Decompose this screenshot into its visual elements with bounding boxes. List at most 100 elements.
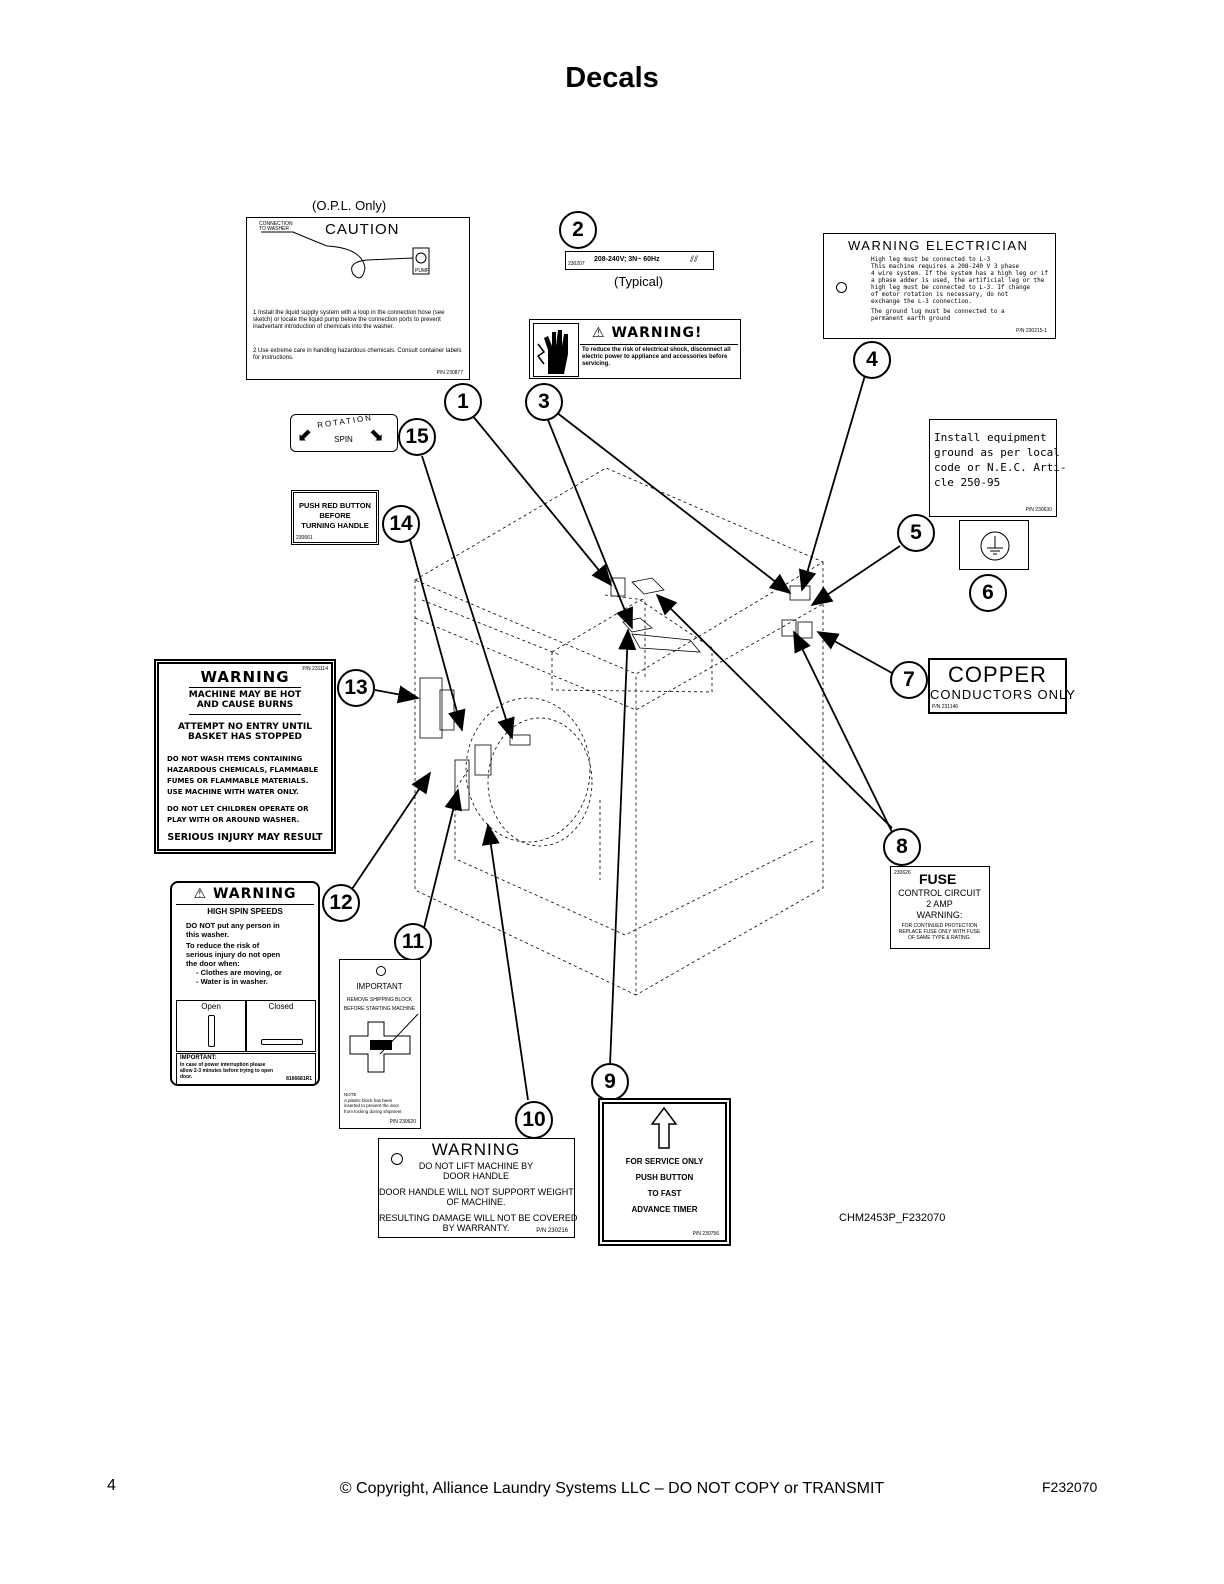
decal3-heading-wrap: ⚠ WARNING! [592, 325, 702, 341]
decal13-line: PLAY WITH OR AROUND WASHER. [167, 816, 300, 824]
decal8-small-line: REPLACE FUSE ONLY WITH FUSE [898, 929, 981, 935]
decal12-important-lines: In case of power interruption please all… [180, 1062, 273, 1080]
decal13-divider [189, 714, 301, 715]
decal9-line: PUSH BUTTON [635, 1173, 694, 1182]
decal12-subheading: HIGH SPIN SPEEDS [207, 907, 283, 916]
mounting-hole-icon [391, 1153, 403, 1165]
decal11-lines: REMOVE SHIPPING BLOCK BEFORE STARTING MA… [340, 996, 419, 1014]
decal13-line: DO NOT WASH ITEMS CONTAINING [167, 755, 303, 763]
decal1-conn: CONNECTION TO WASHER [259, 221, 293, 232]
decal10-line: OF MACHINE. [446, 1197, 506, 1207]
decal14-line: PUSH RED BUTTON [299, 501, 371, 510]
decal10-heading: WARNING [431, 1140, 521, 1159]
decal12-important-line: door. [180, 1074, 193, 1080]
decal4-lines: High leg must be connected to L-3 This m… [871, 256, 1048, 322]
decal9-line: TO FAST [647, 1189, 682, 1198]
callout-5: 5 [897, 514, 935, 552]
callout-9: 9 [591, 1063, 629, 1101]
decal10-line: BY WARRANTY. [442, 1223, 510, 1233]
decal10-line: DO NOT LIFT MACHINE BY [418, 1161, 534, 1171]
decal4-line: exchange the L-3 connection. [871, 298, 973, 305]
decal12-line: DO NOT put any person in [186, 921, 280, 930]
decal14-line: TURNING HANDLE [301, 521, 369, 530]
decal12-line: - Clothes are moving, or [196, 968, 282, 977]
decal9-line: FOR SERVICE ONLY [625, 1157, 704, 1166]
hose-loop-icon [261, 231, 430, 279]
decal14-pn: 230661 [296, 535, 313, 541]
decal13-block1: MACHINE MAY BE HOT AND CAUSE BURNS [159, 690, 331, 710]
open-slot-icon [208, 1015, 215, 1047]
decal-4-warning-electrician: WARNING ELECTRICIAN High leg must be con… [823, 233, 1056, 339]
callout-15: 15 [398, 418, 436, 456]
decal12-line: To reduce the risk of [186, 941, 260, 950]
callout-3: 3 [525, 383, 563, 421]
page-title: Decals [565, 62, 659, 94]
decal7-line2: CONDUCTORS ONLY [930, 687, 1076, 702]
decal13-pn: P/N 231114 [302, 666, 328, 672]
decal1-item1: 1 Install the liquid supply system with … [253, 310, 445, 330]
decal-8-fuse: 230626 FUSE CONTROL CIRCUIT 2 AMP WARNIN… [890, 866, 990, 949]
decal4-line: permanent earth ground [871, 315, 951, 322]
decal5-pn: P/N 230630 [1025, 507, 1052, 513]
warning-triangle-icon: ⚠ [592, 325, 612, 341]
decal7-line1: COPPER [948, 662, 1047, 687]
closed-slot-icon [261, 1039, 303, 1045]
decal4-line: 4 wire system. If the system has a high … [871, 270, 1049, 277]
decal8-pn: 230626 [894, 870, 911, 876]
decal12-line: serious injury do not open [186, 950, 281, 959]
hang-hole-icon [376, 966, 386, 976]
mounting-hole-icon [836, 282, 847, 293]
decal12-closed: Closed [268, 1002, 294, 1011]
callout-8: 8 [883, 828, 921, 866]
decal12-heading: WARNING [212, 886, 297, 902]
callout-1: 1 [444, 383, 482, 421]
copyright: © Copyright, Alliance Laundry Systems LL… [339, 1480, 885, 1497]
decal11-line: REMOVE SHIPPING BLOCK [346, 997, 413, 1003]
decal12-line: this washer. [186, 930, 229, 939]
decal10-line: DOOR HANDLE WILL NOT SUPPORT WEIGHT [379, 1187, 574, 1197]
decal-3-shock-warning: ⚠ WARNING! To reduce the risk of electri… [529, 319, 741, 379]
decal-13-hot-warning: WARNING P/N 231114 MACHINE MAY BE HOT AN… [154, 659, 336, 854]
decal11-note-line: from locking during shipment [344, 1108, 402, 1114]
decal-14-push-red-button: PUSH RED BUTTON BEFORE TURNING HANDLE 23… [291, 490, 379, 545]
decal11-note-line: NOTE [344, 1092, 357, 1097]
washer-outline [414, 467, 824, 996]
decal11-note-line: inserted to prevent the door [344, 1103, 400, 1108]
decal-2-voltage: 230207 208-240V; 3N~ 60Hz ⫽⫽ [565, 251, 714, 270]
decal4-line: high leg must be connected to L-3. If ch… [871, 284, 1030, 291]
callout-7: 7 [890, 661, 928, 699]
decal8-line: 2 AMP [926, 899, 953, 909]
page-number: 4 [107, 1477, 116, 1494]
decal11-note-line: A plastic block has been [344, 1097, 393, 1103]
decal11-line: BEFORE STARTING MACHINE [343, 1006, 416, 1012]
decal-5-ground-equipment: Install equipment ground as per local co… [929, 419, 1066, 517]
decal8-lines: CONTROL CIRCUIT 2 AMP WARNING: [891, 888, 988, 921]
decal4-line: of motor rotation is necessary, do not [871, 291, 1009, 298]
decal10-line: DOOR HANDLE [442, 1171, 509, 1181]
decal15-bottom: SPIN [334, 435, 353, 444]
decal12-open-box: Open [176, 1000, 246, 1052]
rotation-left-arrow-icon: ⬋ [297, 425, 313, 445]
decal5-line: code or N.E.C. Arti- [934, 461, 1067, 474]
machine-decal-marks [419, 577, 813, 811]
decal13-line: SERIOUS INJURY MAY RESULT [167, 832, 323, 843]
decal-9-service-only: FOR SERVICE ONLY PUSH BUTTON TO FAST ADV… [598, 1098, 731, 1246]
callout-11: 11 [394, 923, 432, 961]
decal2-pn: 230207 [568, 261, 585, 267]
hash-mark-icon: ⫽⫽ [690, 254, 699, 264]
figure-id: CHM2453P_F232070 [839, 1212, 946, 1224]
decal14-lines: PUSH RED BUTTON BEFORE TURNING HANDLE [294, 501, 376, 531]
decal12-closed-box: Closed [246, 1000, 316, 1052]
decal10-block1: DO NOT LIFT MACHINE BY DOOR HANDLE [379, 1161, 573, 1181]
decal12-important-box: IMPORTANT: In case of power interruption… [176, 1053, 316, 1085]
decal8-line: WARNING: [916, 910, 963, 920]
decal2-note: (Typical) [614, 274, 664, 289]
decal4-line: a phase adder is used, the artificial le… [871, 277, 1045, 284]
decal4-line: This machine requires a 208-240 V 3 phas… [871, 263, 1020, 270]
decal12-pn: 8166681R1 [286, 1076, 312, 1082]
up-arrow-icon [650, 1106, 678, 1149]
ground-icon [980, 531, 1010, 561]
decal12-important-line: In case of power interruption please [180, 1062, 266, 1068]
callout-10: 10 [515, 1101, 553, 1139]
